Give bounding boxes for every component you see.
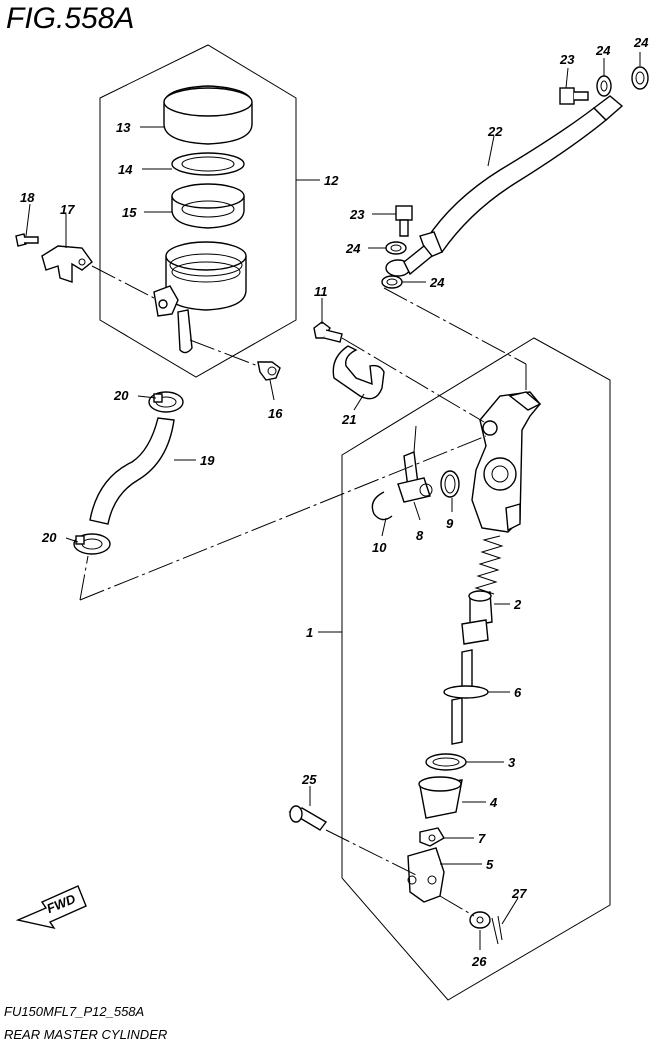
callout-24-b: 24 xyxy=(633,35,649,50)
union-bolt-upper xyxy=(559,87,589,105)
lock-nut xyxy=(419,827,445,847)
callout-14: 14 xyxy=(118,162,133,177)
callout-4: 4 xyxy=(489,795,498,810)
brake-hose xyxy=(385,95,624,277)
figure-code: FU150MFL7_P12_558A xyxy=(4,1004,145,1019)
clevis xyxy=(407,847,445,903)
callout-8: 8 xyxy=(416,528,424,543)
dust-boot xyxy=(418,776,463,819)
master-cylinder-body xyxy=(471,391,542,533)
callout-10: 10 xyxy=(372,540,387,555)
callout-22: 22 xyxy=(487,124,503,139)
return-spring xyxy=(474,535,504,595)
callout-13: 13 xyxy=(116,120,131,135)
callout-17: 17 xyxy=(60,202,75,217)
reservoir-screw xyxy=(257,361,281,381)
callout-26: 26 xyxy=(471,954,487,969)
circlip xyxy=(371,491,393,521)
callout-24-a: 24 xyxy=(595,43,611,58)
o-ring xyxy=(440,470,460,498)
reservoir-bracket xyxy=(41,245,93,283)
callout-3: 3 xyxy=(508,755,516,770)
callout-20-lower: 20 xyxy=(41,530,57,545)
leader-lines xyxy=(25,52,641,950)
pin-washer xyxy=(469,911,491,929)
gasket-1 xyxy=(596,75,612,97)
reservoir-group-outline xyxy=(99,44,297,378)
reservoir-body xyxy=(153,241,247,354)
diaphragm-plate xyxy=(171,152,245,176)
callout-23-upper: 23 xyxy=(559,52,575,67)
callout-21: 21 xyxy=(341,412,356,427)
callout-15: 15 xyxy=(122,205,137,220)
callout-24-d: 24 xyxy=(429,275,445,290)
relation-lines xyxy=(79,265,527,917)
callout-2: 2 xyxy=(513,597,522,612)
figure-name: REAR MASTER CYLINDER xyxy=(4,1027,168,1042)
piston xyxy=(461,590,493,645)
callout-7: 7 xyxy=(478,831,486,846)
figure-title: FIG.558A xyxy=(6,2,135,35)
callout-19: 19 xyxy=(200,453,215,468)
hose-clamp-lower xyxy=(73,533,111,555)
callout-11: 11 xyxy=(314,284,328,299)
callout-16: 16 xyxy=(268,406,283,421)
callout-9: 9 xyxy=(446,516,454,531)
reservoir-hose xyxy=(89,417,175,525)
hose-guide xyxy=(332,345,385,400)
callout-1: 1 xyxy=(306,625,313,640)
callouts: 13 14 15 12 16 17 18 20 19 20 11 21 22 2… xyxy=(20,35,649,969)
callout-27: 27 xyxy=(511,886,527,901)
callout-20-upper: 20 xyxy=(113,388,129,403)
callout-5: 5 xyxy=(486,857,494,872)
clevis-pin xyxy=(288,805,328,831)
callout-24-c: 24 xyxy=(345,241,361,256)
hose-clamp-upper xyxy=(148,391,184,413)
diaphragm xyxy=(171,183,245,229)
callout-18: 18 xyxy=(20,190,35,205)
gasket-3 xyxy=(385,241,407,255)
master-cylinder-group-outline xyxy=(341,337,611,1001)
callout-6: 6 xyxy=(514,685,522,700)
gasket-4 xyxy=(381,275,403,289)
union-bolt-lower xyxy=(395,205,413,237)
callout-25: 25 xyxy=(301,772,317,787)
callout-23-lower: 23 xyxy=(349,207,365,222)
push-rod-circlip xyxy=(425,753,467,771)
cylinder-bolt xyxy=(313,321,343,343)
cotter-pin xyxy=(491,915,503,945)
callout-12: 12 xyxy=(324,173,339,188)
reservoir-connector xyxy=(397,451,433,503)
reservoir-cap xyxy=(163,85,253,145)
gasket-2 xyxy=(631,66,649,90)
bracket-bolt xyxy=(15,233,39,247)
push-rod xyxy=(443,649,489,745)
fwd-arrow-icon: FWD xyxy=(15,885,87,930)
